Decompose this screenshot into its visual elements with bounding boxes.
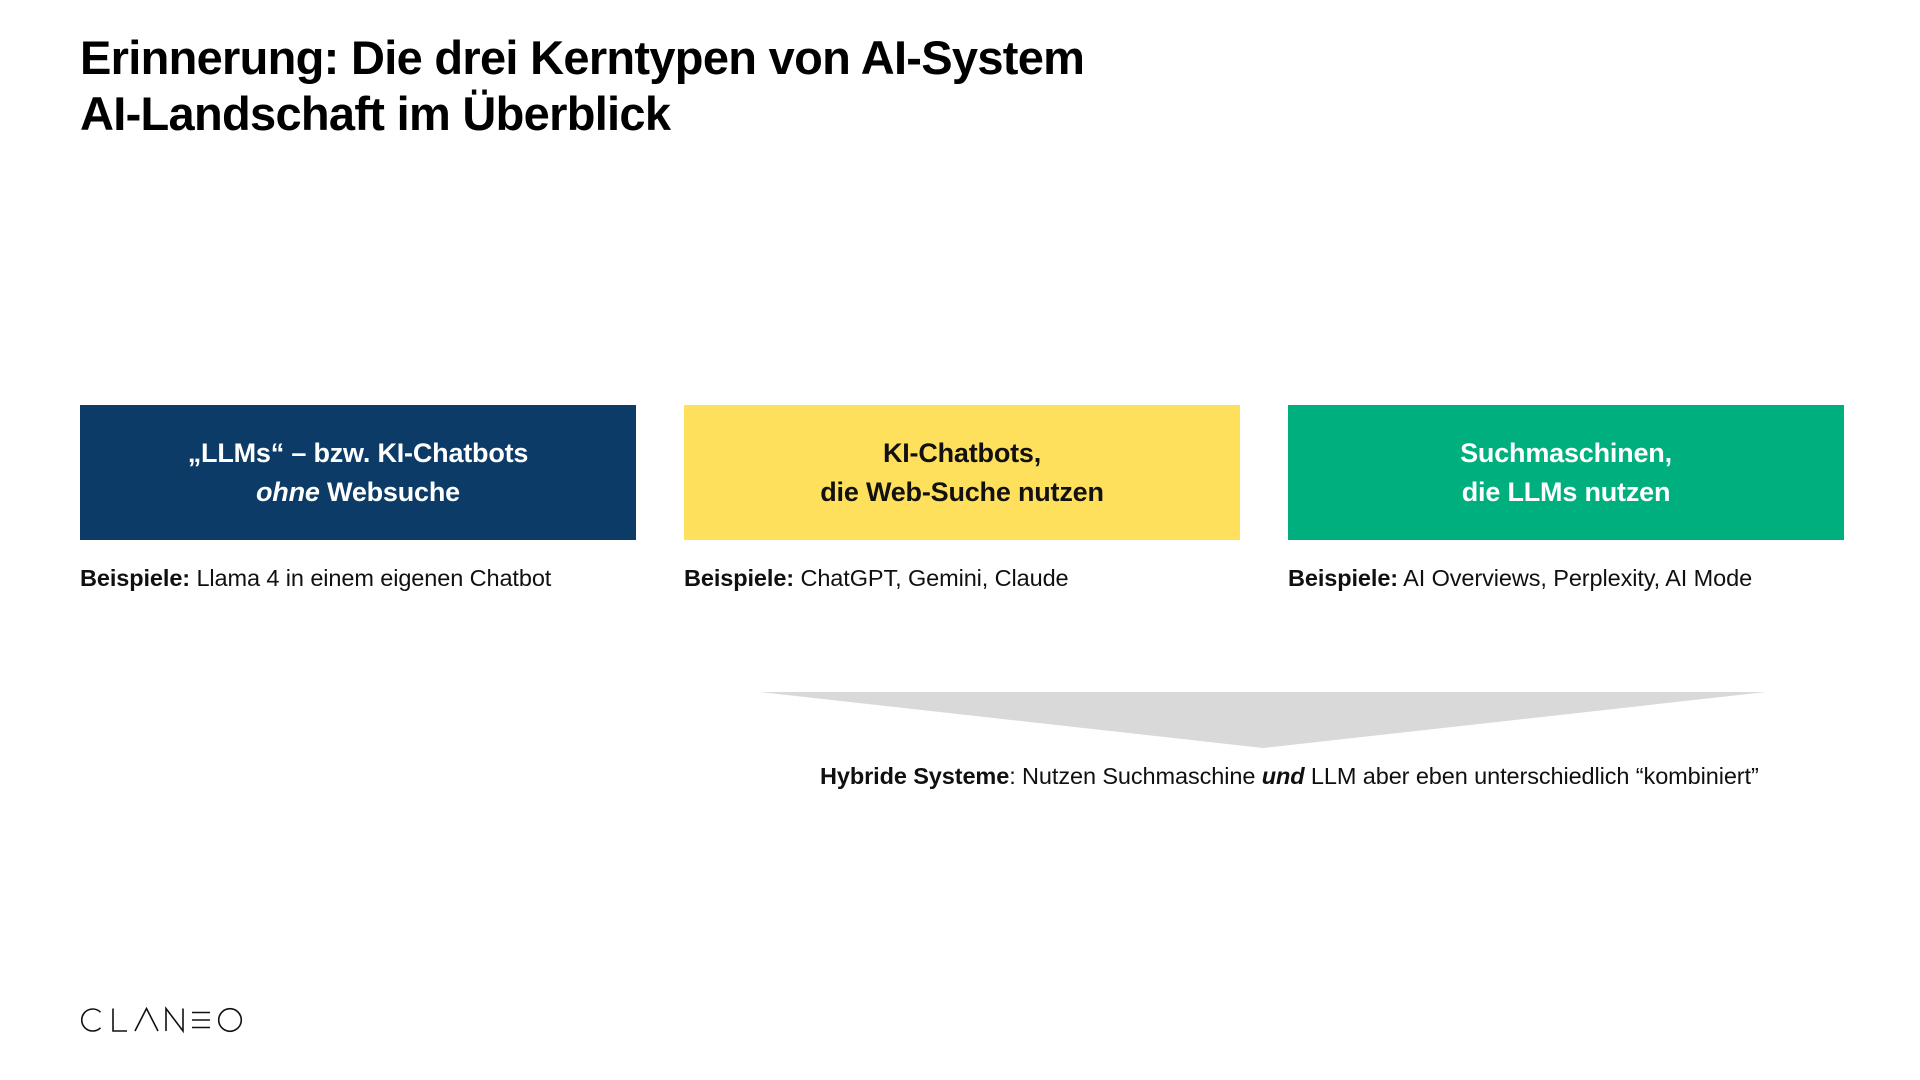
hybrid-systems-note: Hybride Systeme: Nutzen Suchmaschine und… <box>820 760 1820 793</box>
card-llms-ohne-websuche: „LLMs“ – bzw. KI-Chatbots ohne Websuche … <box>80 405 636 595</box>
hybrid-emphasis: und <box>1261 763 1305 789</box>
card-examples-llms-ohne-websuche: Beispiele: Llama 4 in einem eigenen Chat… <box>80 561 636 595</box>
card-header-suchmaschinen-mit-llms: Suchmaschinen, die LLMs nutzen <box>1288 405 1844 540</box>
examples-value: AI Overviews, Perplexity, AI Mode <box>1398 565 1753 591</box>
card-heading-line-1: „LLMs“ – bzw. KI-Chatbots <box>187 438 529 469</box>
claneo-logo <box>80 1005 250 1035</box>
examples-value: ChatGPT, Gemini, Claude <box>794 565 1069 591</box>
card-heading-line-1: Suchmaschinen, <box>1460 438 1672 469</box>
page-title: Erinnerung: Die drei Kerntypen von AI-Sy… <box>80 30 1480 143</box>
card-heading-line-1: KI-Chatbots, <box>882 438 1042 469</box>
down-arrow-icon <box>760 692 1766 748</box>
card-heading-line-2-rest: die LLMs nutzen <box>1461 476 1671 507</box>
core-types-card-row: „LLMs“ – bzw. KI-Chatbots ohne Websuche … <box>80 405 1844 595</box>
card-examples-ki-chatbots-mit-websuche: Beispiele: ChatGPT, Gemini, Claude <box>684 561 1240 595</box>
examples-label: Beispiele: <box>80 565 191 591</box>
examples-label: Beispiele: <box>1288 565 1399 591</box>
card-heading-emphasis: ohne <box>256 476 320 507</box>
card-examples-suchmaschinen-mit-llms: Beispiele: AI Overviews, Perplexity, AI … <box>1288 561 1844 595</box>
card-suchmaschinen-mit-llms: Suchmaschinen, die LLMs nutzen Beispiele… <box>1288 405 1844 595</box>
card-ki-chatbots-mit-websuche: KI-Chatbots, die Web-Suche nutzen Beispi… <box>684 405 1240 595</box>
hybrid-rest: LLM aber eben unterschiedlich “kombinier… <box>1304 763 1759 789</box>
hybrid-label: Hybride Systeme <box>820 763 1010 789</box>
card-heading-line-2-rest: die Web-Suche nutzen <box>820 476 1104 507</box>
card-heading-line-2: ohne Websuche <box>256 473 460 511</box>
card-header-llms-ohne-websuche: „LLMs“ – bzw. KI-Chatbots ohne Websuche <box>80 405 636 540</box>
card-header-ki-chatbots-mit-websuche: KI-Chatbots, die Web-Suche nutzen <box>684 405 1240 540</box>
card-heading-line-2: die Web-Suche nutzen <box>820 473 1104 511</box>
card-heading-line-2-rest: Websuche <box>319 476 460 507</box>
examples-label: Beispiele: <box>684 565 795 591</box>
title-line-2: AI-Landschaft im Überblick <box>80 87 671 141</box>
card-heading-line-2: die LLMs nutzen <box>1462 473 1671 511</box>
examples-value: Llama 4 in einem eigenen Chatbot <box>190 565 552 591</box>
hybrid-after-label: : Nutzen Suchmaschine <box>1009 763 1262 789</box>
title-line-1: Erinnerung: Die drei Kerntypen von AI-Sy… <box>80 31 1085 84</box>
